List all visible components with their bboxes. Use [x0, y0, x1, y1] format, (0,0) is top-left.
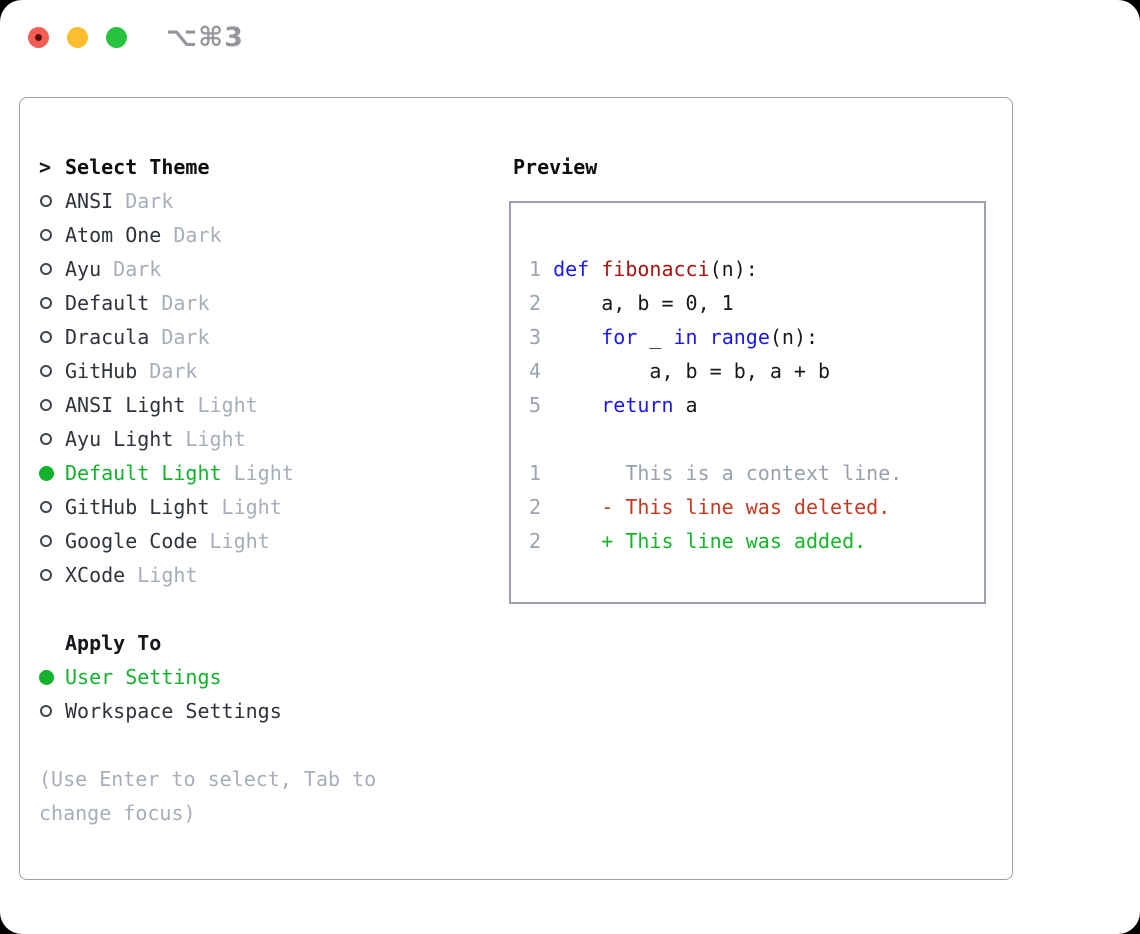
theme-option-default-light[interactable]: Default Light Light	[39, 456, 479, 490]
option-label: XCode	[65, 563, 126, 587]
option-tag: Light	[185, 393, 258, 417]
option-tag: Light	[209, 495, 282, 519]
option-label: GitHub	[65, 359, 138, 383]
option-label: User Settings	[65, 665, 222, 689]
option-label: ANSI Light	[65, 393, 186, 417]
option-label: Atom One	[65, 223, 162, 247]
line-number: 2	[529, 495, 554, 519]
option-label: Dracula	[65, 325, 150, 349]
apply-to-header: Apply To	[39, 626, 479, 660]
select-theme-header: > Select Theme	[39, 150, 479, 184]
option-label: Ayu Light	[65, 427, 174, 451]
title-bar: ⌥⌘3	[0, 0, 1140, 70]
theme-option-dracula[interactable]: Dracula Dark	[39, 320, 479, 354]
radio-unselected-icon	[39, 501, 65, 513]
theme-option-atom-one[interactable]: Atom One Dark	[39, 218, 479, 252]
minimize-button[interactable]	[67, 27, 88, 48]
theme-option-xcode[interactable]: XCode Light	[39, 558, 479, 592]
select-theme-title: Select Theme	[65, 155, 210, 179]
option-tag: Light	[221, 461, 294, 485]
theme-option-default[interactable]: Default Dark	[39, 286, 479, 320]
radio-unselected-icon	[39, 195, 65, 207]
help-hint-text: (Use Enter to select, Tab to change focu…	[39, 767, 377, 825]
line-number: 5	[529, 393, 554, 417]
code-line: 2 + This line was added.	[529, 529, 867, 553]
spacer	[39, 592, 479, 626]
radio-unselected-icon	[39, 535, 65, 547]
focus-caret-icon: >	[39, 155, 52, 179]
line-number: 1	[529, 461, 554, 485]
apply-to-title: Apply To	[65, 631, 162, 655]
code-line: 1 This is a context line.	[529, 461, 903, 485]
apply-option-workspace-settings[interactable]: Workspace Settings	[39, 694, 479, 728]
code-line: 4 a, b = b, a + b	[529, 359, 831, 383]
code-line: 2 - This line was deleted.	[529, 495, 891, 519]
radio-unselected-icon	[39, 263, 65, 275]
line-number: 4	[529, 359, 554, 383]
keyboard-shortcut-label: ⌥⌘3	[166, 22, 244, 53]
zoom-button[interactable]	[106, 27, 127, 48]
theme-option-ayu[interactable]: Ayu Dark	[39, 252, 479, 286]
radio-unselected-icon	[39, 365, 65, 377]
option-tag: Light	[197, 529, 270, 553]
option-tag: Light	[173, 427, 246, 451]
radio-unselected-icon	[39, 297, 65, 309]
line-number: 1	[529, 257, 554, 281]
radio-selected-icon	[39, 669, 65, 685]
radio-unselected-icon	[39, 705, 65, 717]
option-tag: Dark	[113, 189, 174, 213]
code-preview: 1 def fibonacci(n): 2 a, b = 0, 1 3 for _ …	[511, 203, 984, 558]
spacer	[39, 728, 479, 762]
option-tag: Dark	[149, 325, 210, 349]
apply-option-user-settings[interactable]: User Settings	[39, 660, 479, 694]
option-tag: Dark	[137, 359, 198, 383]
option-tag: Dark	[161, 223, 222, 247]
option-label: Default	[65, 291, 150, 315]
preview-title: Preview	[513, 155, 598, 179]
theme-option-ayu-light[interactable]: Ayu Light Light	[39, 422, 479, 456]
option-tag: Dark	[101, 257, 162, 281]
theme-option-github-light[interactable]: GitHub Light Light	[39, 490, 479, 524]
close-button[interactable]	[28, 27, 49, 48]
theme-option-ansi[interactable]: ANSI Dark	[39, 184, 479, 218]
line-number: 3	[529, 325, 554, 349]
code-line: 1 def fibonacci(n):	[529, 257, 758, 281]
preview-column: Preview 1 def fibonacci(n): 2 a, b = 0, 1…	[501, 150, 986, 604]
radio-selected-icon	[39, 465, 65, 481]
option-label: Default Light	[65, 461, 222, 485]
theme-option-google-code[interactable]: Google Code Light	[39, 524, 479, 558]
option-label: GitHub Light	[65, 495, 210, 519]
option-label: Workspace Settings	[65, 699, 282, 723]
radio-unselected-icon	[39, 433, 65, 445]
line-number: 2	[529, 529, 554, 553]
code-line: 2 a, b = 0, 1	[529, 291, 734, 315]
code-line: 5 return a	[529, 393, 698, 417]
theme-option-ansi-light[interactable]: ANSI Light Light	[39, 388, 479, 422]
radio-unselected-icon	[39, 331, 65, 343]
radio-unselected-icon	[39, 399, 65, 411]
option-tag: Light	[125, 563, 198, 587]
code-line: 3 for _ in range(n):	[529, 325, 819, 349]
option-label: Ayu	[65, 257, 102, 281]
option-tag: Dark	[149, 291, 210, 315]
option-label: ANSI	[65, 189, 114, 213]
theme-option-github[interactable]: GitHub Dark	[39, 354, 479, 388]
line-number: 2	[529, 291, 554, 315]
radio-unselected-icon	[39, 229, 65, 241]
code-blank-line	[529, 422, 984, 456]
option-label: Google Code	[65, 529, 198, 553]
preview-box: 1 def fibonacci(n): 2 a, b = 0, 1 3 for _ …	[509, 201, 986, 604]
radio-unselected-icon	[39, 569, 65, 581]
